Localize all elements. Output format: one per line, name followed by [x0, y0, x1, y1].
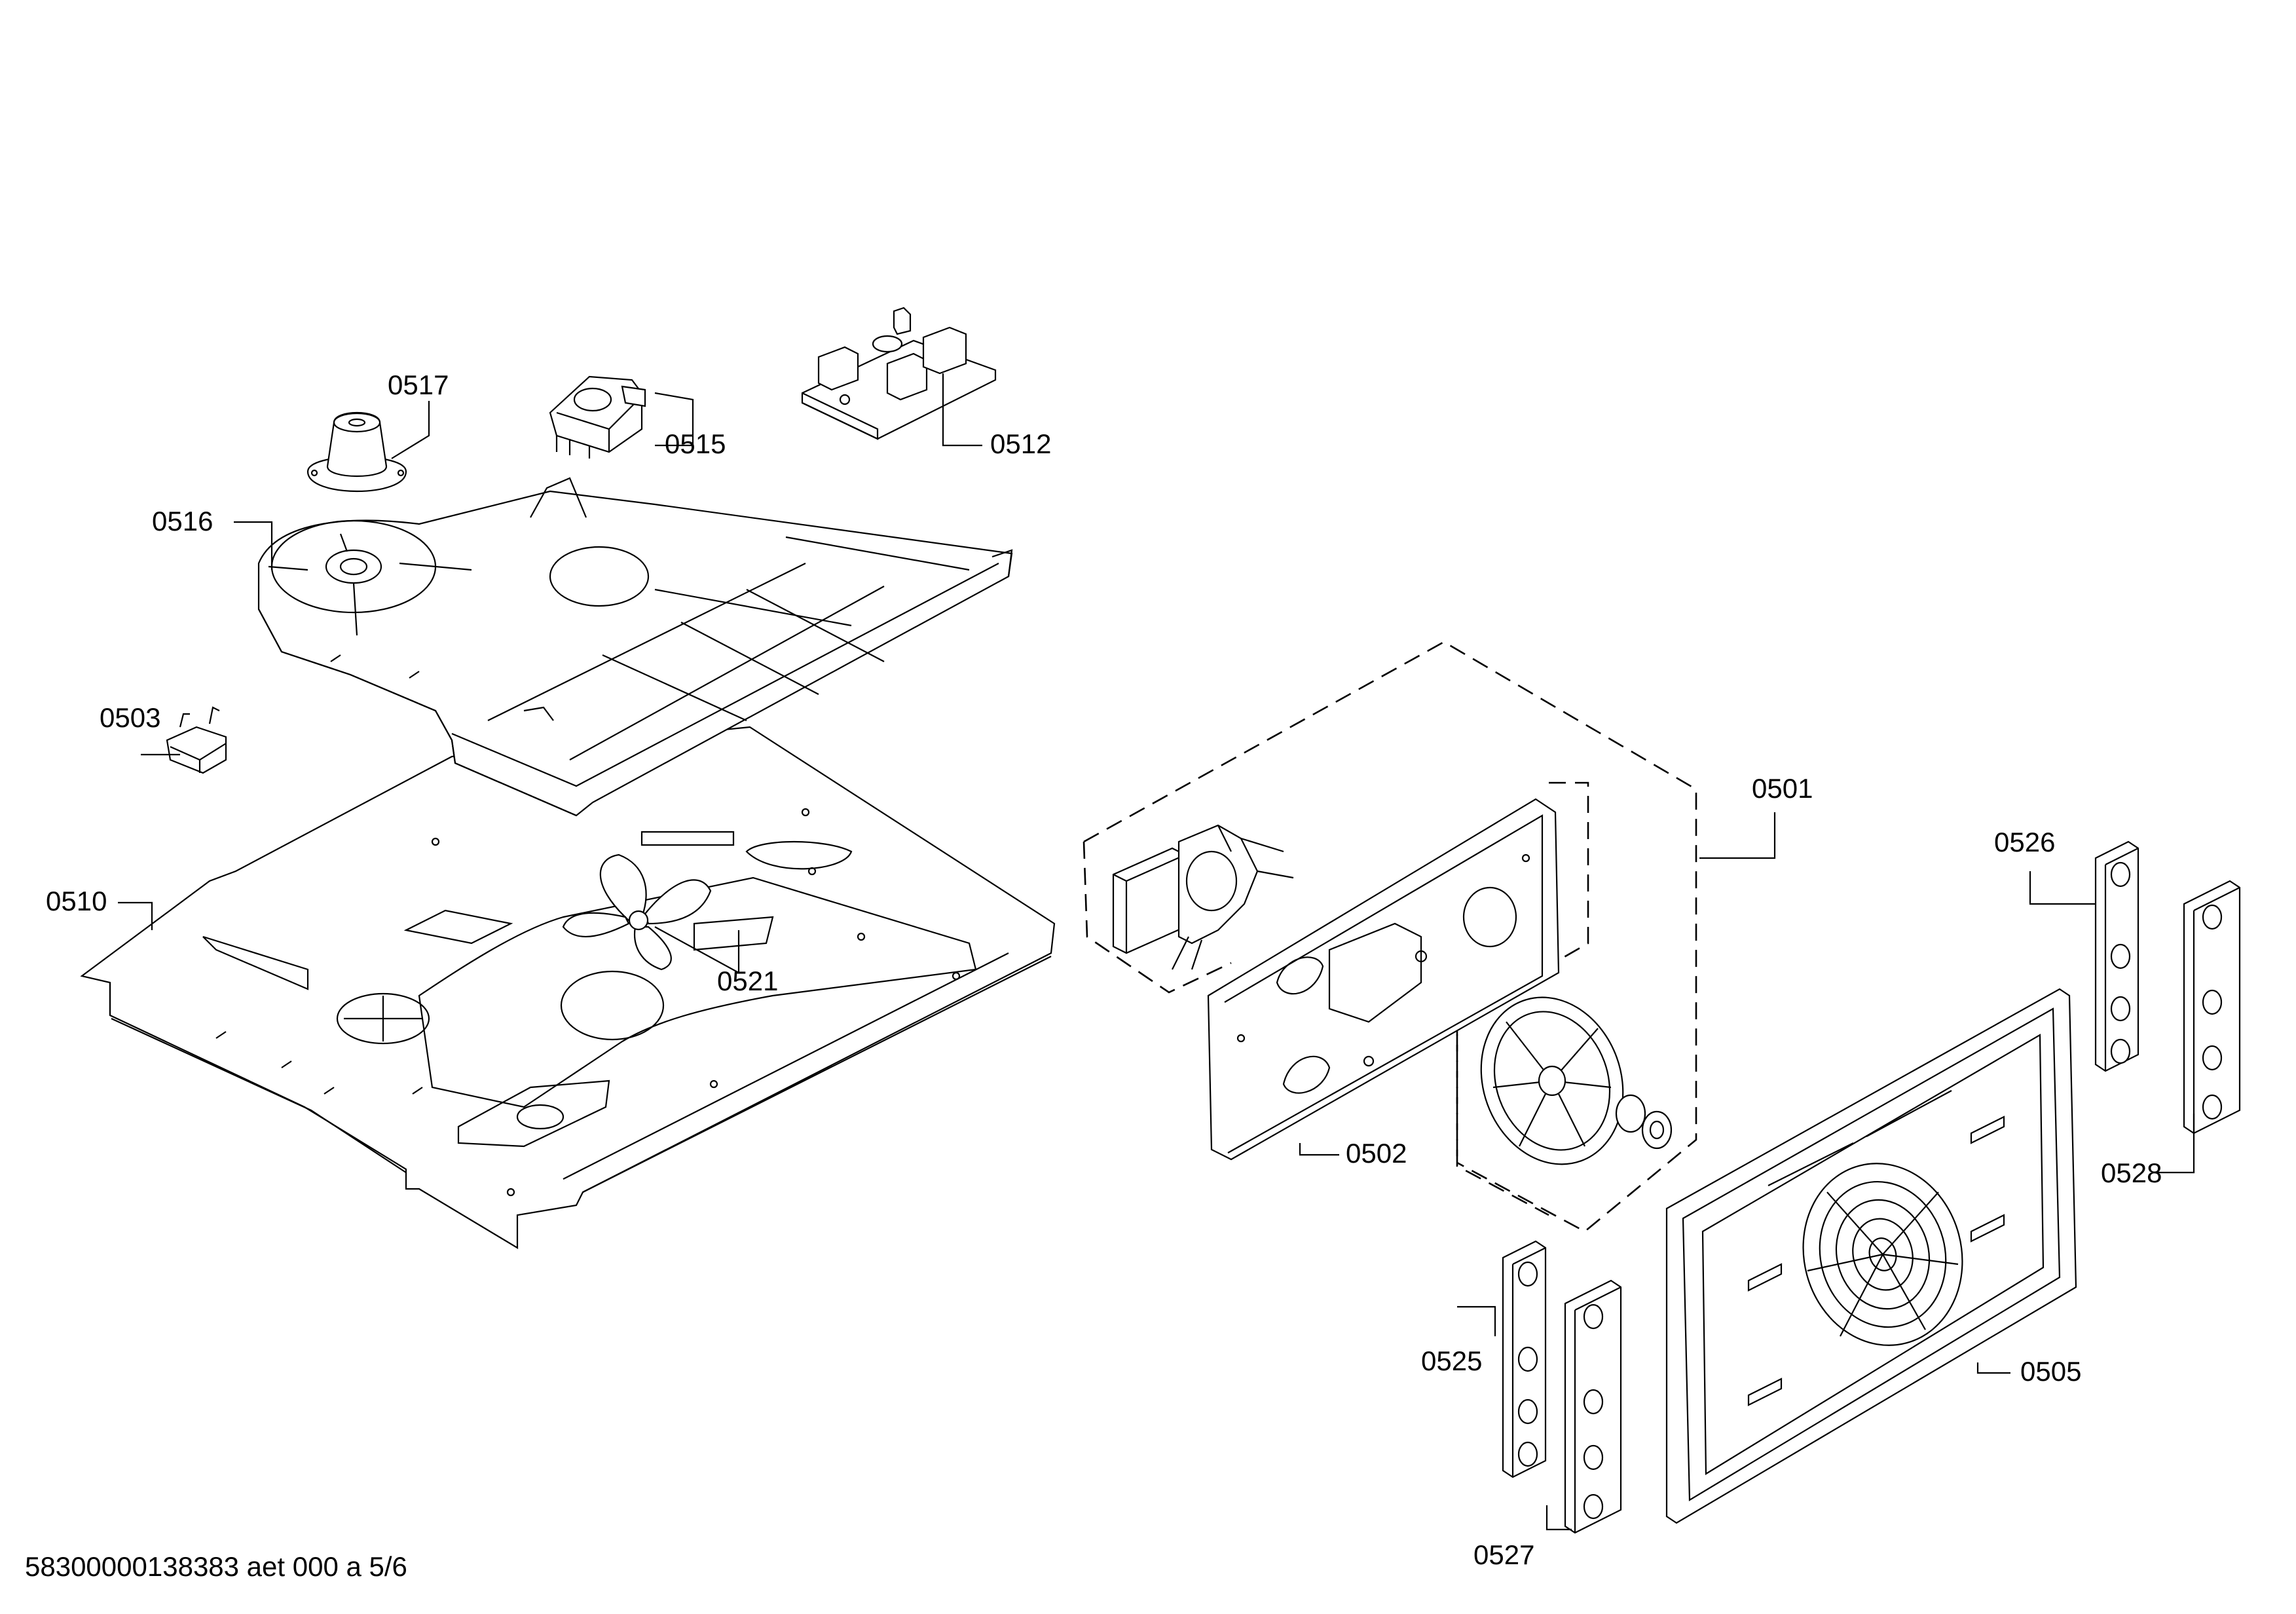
part-0527-side-cover	[1564, 1279, 1622, 1534]
label-0510: 0510	[46, 886, 107, 916]
part-0528-side-cover	[2183, 880, 2241, 1135]
document-footer-code: 58300000138383 aet 000 a 5/6	[25, 1551, 407, 1582]
label-0521: 0521	[717, 966, 778, 996]
label-0527: 0527	[1473, 1539, 1534, 1570]
part-0512-control-board	[801, 307, 997, 440]
part-labels: 0517 0515 0512 0516 0503 0510 0521 0502 …	[46, 369, 2162, 1570]
part-0501-fan-motor	[1112, 824, 1294, 970]
part-0501-assembly-group	[1083, 641, 1697, 1233]
part-0505-oven-liner	[1665, 988, 2077, 1524]
label-0505: 0505	[2020, 1356, 2081, 1387]
part-0521-fan-blade	[562, 854, 712, 971]
label-0515: 0515	[665, 428, 726, 459]
part-0510-base-plate	[80, 726, 1056, 1249]
label-0512: 0512	[990, 428, 1051, 459]
part-0515-switch	[549, 375, 646, 459]
label-0528: 0528	[2101, 1157, 2162, 1188]
label-0502: 0502	[1346, 1138, 1407, 1169]
label-0501: 0501	[1752, 773, 1813, 804]
part-0501-convection-fan	[1480, 996, 1673, 1165]
label-0526: 0526	[1994, 827, 2055, 857]
label-0503: 0503	[100, 702, 160, 733]
part-0517-motor	[306, 412, 407, 493]
part-0526-side-rail	[2094, 840, 2139, 1072]
label-0516: 0516	[152, 506, 213, 536]
part-0525-side-rail	[1502, 1240, 1547, 1478]
label-0525: 0525	[1421, 1345, 1482, 1376]
label-0517: 0517	[388, 369, 449, 400]
part-0503-small-switch	[166, 706, 227, 774]
leader-lines	[118, 373, 2195, 1531]
part-0502-rear-panel	[1207, 798, 1560, 1161]
part-0516-duct-cover	[257, 477, 1013, 817]
